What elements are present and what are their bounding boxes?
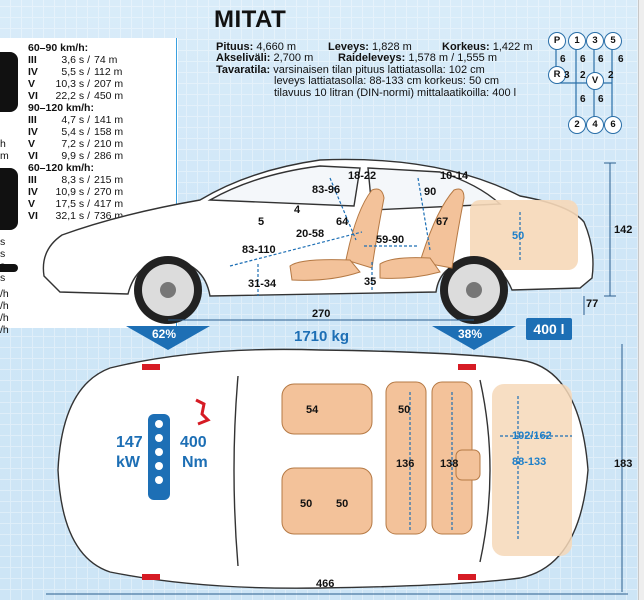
wheelbase-label: 270: [312, 308, 331, 320]
seat-width-label: 50: [398, 404, 411, 416]
tire-graphic-2: [0, 168, 18, 230]
tire-graphic: [0, 52, 18, 112]
trunk-area: [470, 200, 578, 270]
vehicle-mass: 1710 kg: [294, 328, 350, 345]
power-unit: kW: [116, 454, 140, 471]
edge-fragment: /h: [0, 288, 9, 300]
gear-circle: 3: [586, 32, 604, 50]
dim-label: 59-90: [376, 234, 405, 246]
edge-fragment: s: [0, 260, 6, 272]
torque-icon: [195, 398, 211, 426]
gear-circle: 1: [568, 32, 586, 50]
top-dimension-lines: [409, 392, 572, 540]
rear-seat-label: 138: [440, 458, 459, 470]
group-head: 90–120 km/h:: [28, 102, 94, 114]
power-bar: [148, 414, 170, 500]
dim-label: 64: [336, 216, 349, 228]
height-lines: [168, 162, 616, 321]
ground-clearance-label: 77: [586, 298, 599, 310]
side-seats: [289, 188, 465, 281]
dim-label: 5: [258, 216, 265, 228]
front-axle-marker: [126, 326, 210, 350]
dim-label: 83-96: [312, 184, 341, 196]
power-dots: [155, 420, 163, 484]
torque-unit: Nm: [182, 454, 208, 471]
rear-weight-pct: 38%: [458, 327, 483, 341]
dim-label: 4: [294, 204, 301, 216]
page-title: MITAT: [214, 6, 287, 33]
trunk-height-label: 50: [512, 230, 525, 242]
edge-fragment: h: [0, 138, 6, 150]
trunk-floor-label: 88-133: [512, 456, 547, 468]
seat-width-label: 54: [306, 404, 319, 416]
power-value: 147: [116, 434, 143, 451]
dim-label: 18-22: [348, 170, 377, 182]
rear-seat-label: 136: [396, 458, 415, 470]
gear-circle: P: [548, 32, 566, 50]
dim-label: 35: [364, 276, 377, 288]
dim-label: 83-110: [242, 244, 276, 256]
gear-circle: 5: [604, 32, 622, 50]
edge-fragment: /h: [0, 312, 9, 324]
dim-label: 10-14: [440, 170, 469, 182]
trunk-width-label: 102/162: [512, 430, 552, 442]
seat-width-label: 50: [300, 498, 313, 510]
scroll-edge: [638, 0, 644, 600]
dim-label: 20-58: [296, 228, 325, 240]
top-trunk-area: [492, 384, 572, 556]
edge-fragment: s: [0, 236, 6, 248]
rear-axle-marker: [432, 326, 516, 350]
dimension-lines: [229, 177, 521, 296]
front-weight-pct: 62%: [152, 327, 177, 341]
height-label: 142: [614, 224, 633, 236]
width-label: 183: [614, 458, 633, 470]
dim-label: 90: [424, 186, 437, 198]
wheels: [134, 256, 508, 324]
edge-fragment: s: [0, 272, 6, 284]
gear-circle: 4: [586, 116, 604, 134]
top-frame-lines: [46, 344, 628, 595]
dim-label: 67: [436, 216, 449, 228]
edge-fragment: /h: [0, 324, 9, 336]
edge-fragment: /h: [0, 300, 9, 312]
tire-graphic-3: [0, 264, 18, 272]
mirror-marks: [142, 364, 476, 580]
gear-circle: R: [548, 66, 566, 84]
group-head: 60–90 km/h:: [28, 42, 89, 54]
seat-width-label: 50: [336, 498, 349, 510]
edge-fragment: m: [0, 150, 9, 162]
gear-circle: V: [586, 72, 604, 90]
dim-label: 31-34: [248, 278, 277, 290]
trunk-volume-badge: 400 l: [526, 318, 572, 340]
torque-value: 400: [180, 434, 207, 451]
length-label: 466: [316, 578, 335, 590]
group-head: 60–120 km/h:: [28, 162, 94, 174]
column-divider: [176, 38, 177, 328]
edge-fragment: s: [0, 248, 6, 260]
gear-circle: 2: [568, 116, 586, 134]
gear-circle: 6: [604, 116, 622, 134]
gear-pattern-diagram: P 1 3 5 R V 2 4 6 6 6 6 6 3 2 2 6 6: [548, 28, 628, 138]
